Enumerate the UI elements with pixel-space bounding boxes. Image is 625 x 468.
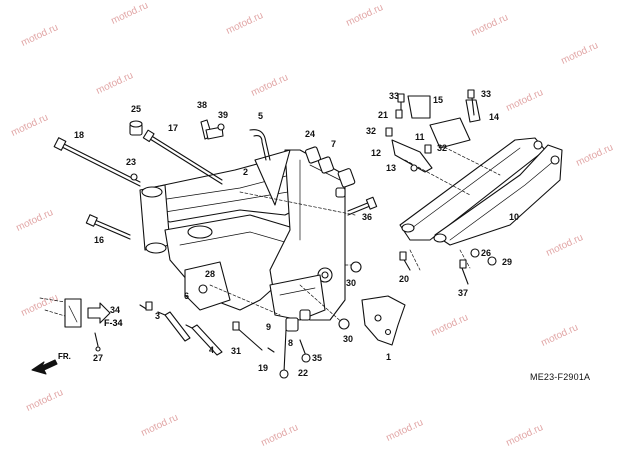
callout-24: 24 — [305, 129, 316, 139]
callout-7: 7 — [331, 139, 337, 149]
callout-11: 11 — [415, 132, 425, 142]
callout-22: 22 — [298, 368, 309, 378]
reference-code: ME23-F2901A — [530, 372, 591, 382]
callout-35: 35 — [312, 353, 323, 363]
main-frame — [139, 149, 361, 326]
rear-subframe — [385, 89, 563, 285]
callout-12: 12 — [371, 148, 382, 158]
callout-1: 1 — [386, 352, 392, 362]
callout-2: 2 — [243, 167, 249, 177]
callout-36: 36 — [362, 212, 373, 222]
callout-4: 4 — [209, 345, 215, 355]
callout-37: 37 — [458, 288, 469, 298]
plate-1 — [361, 295, 406, 346]
callout-30: 30 — [346, 278, 357, 288]
cross-reference-label: F-34 — [104, 318, 123, 328]
callout-39: 39 — [218, 110, 229, 120]
fasteners — [94, 119, 362, 379]
callout-26: 26 — [481, 248, 492, 258]
callout-27: 27 — [93, 353, 104, 363]
callout-21: 21 — [378, 110, 389, 120]
callout-13: 13 — [386, 163, 397, 173]
callout-17: 17 — [168, 123, 179, 133]
callout-32: 32 — [437, 143, 448, 153]
callout-16: 16 — [94, 235, 105, 245]
callout-18: 18 — [74, 130, 85, 140]
callout-34: 34 — [110, 305, 121, 315]
callout-6: 6 — [184, 291, 190, 301]
callout-5: 5 — [258, 111, 264, 121]
callout-9: 9 — [266, 322, 272, 332]
long-bolts — [53, 129, 378, 356]
inset-bracket — [39, 297, 111, 328]
front-direction-label: FR. — [58, 352, 71, 361]
callout-10: 10 — [509, 212, 520, 222]
callout-30: 30 — [343, 334, 354, 344]
callout-19: 19 — [258, 363, 269, 373]
callout-29: 29 — [502, 257, 513, 267]
callout-23: 23 — [126, 157, 137, 167]
callout-28: 28 — [205, 269, 216, 279]
callout-20: 20 — [399, 274, 410, 284]
callout-25: 25 — [131, 104, 142, 114]
callout-38: 38 — [197, 100, 208, 110]
callout-31: 31 — [231, 346, 242, 356]
callout-8: 8 — [288, 338, 294, 348]
callout-33: 33 — [389, 91, 400, 101]
front-direction-arrow — [31, 359, 58, 375]
callout-32: 32 — [366, 126, 377, 136]
callout-3: 3 — [155, 311, 161, 321]
callout-15: 15 — [433, 95, 444, 105]
callout-14: 14 — [489, 112, 500, 122]
callout-33: 33 — [481, 89, 492, 99]
